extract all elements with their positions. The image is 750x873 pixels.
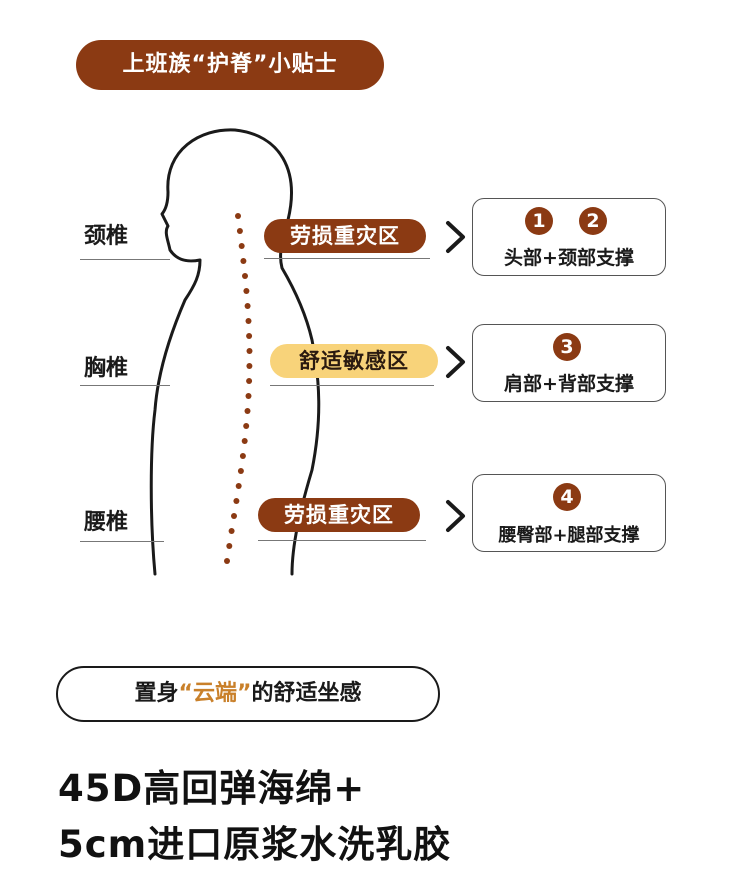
chevron-right-icon <box>446 500 465 532</box>
spine-dot <box>239 453 246 459</box>
label-chest-spine: 胸椎 <box>84 356 129 381</box>
spine-dot <box>235 483 242 489</box>
spine-dot <box>228 528 235 534</box>
feature-line-1: 45D高回弹海绵+ <box>58 767 366 810</box>
spine-dot <box>241 438 248 444</box>
spine-dot <box>246 333 253 339</box>
zone-badge-chest: 舒适敏感区 <box>270 344 438 378</box>
spine-dot <box>226 543 233 549</box>
support-box-head-neck: 1 2 头部+颈部支撑 <box>472 198 666 276</box>
zone-underline-waist <box>258 540 426 541</box>
zone-underline-neck <box>264 258 430 259</box>
spine-dot <box>236 228 243 234</box>
label-waist-spine: 腰椎 <box>84 510 129 535</box>
comfort-tagline: 置身“云端”的舒适坐感 <box>56 666 440 722</box>
spine-dot <box>245 393 252 399</box>
feature-line-2: 5cm进口原浆水洗乳胶 <box>58 823 452 866</box>
spine-dot <box>243 423 250 429</box>
spine-dot <box>246 348 253 354</box>
divider-chest <box>80 385 170 386</box>
zone-underline-chest <box>270 385 434 386</box>
spine-dot <box>224 558 230 564</box>
spine-dot <box>240 258 247 264</box>
comfort-suffix: 的舒适坐感 <box>251 681 362 706</box>
zone-badge-waist: 劳损重灾区 <box>258 498 420 532</box>
spine-dot <box>246 363 253 369</box>
support-text-shoulder-back: 肩部+背部支撑 <box>504 373 634 395</box>
spine-dot <box>235 213 241 219</box>
chevron-right-icon <box>446 221 465 253</box>
spine-dot <box>243 288 250 294</box>
spine-dot <box>246 378 253 384</box>
spine-dots <box>224 213 253 564</box>
label-neck-spine: 颈椎 <box>84 224 129 249</box>
comfort-highlight: “云端” <box>178 681 252 706</box>
title-badge: 上班族“护脊”小贴士 <box>76 40 384 90</box>
chevron-right-icon <box>446 346 465 378</box>
spine-dot <box>242 273 248 279</box>
zone-badge-neck: 劳损重灾区 <box>264 219 426 253</box>
support-box-shoulder-back: 3 肩部+背部支撑 <box>472 324 666 402</box>
spine-dot <box>244 408 251 414</box>
number-badge-4: 4 <box>553 483 581 511</box>
divider-waist <box>80 541 164 542</box>
spine-dot <box>244 303 251 309</box>
spine-dot <box>233 498 240 504</box>
spine-dot <box>238 243 245 249</box>
number-badge-1: 1 <box>525 207 553 235</box>
support-text-waist-leg: 腰臀部+腿部支撑 <box>498 525 640 546</box>
spine-dot <box>231 513 237 519</box>
support-box-waist-leg: 4 腰臀部+腿部支撑 <box>472 474 666 552</box>
number-badge-2: 2 <box>579 207 607 235</box>
support-text-head-neck: 头部+颈部支撑 <box>504 247 634 269</box>
comfort-prefix: 置身 <box>134 681 179 706</box>
divider-neck <box>80 259 170 260</box>
spine-dot <box>245 318 252 324</box>
spine-dot <box>237 468 244 474</box>
number-badge-3: 3 <box>553 333 581 361</box>
